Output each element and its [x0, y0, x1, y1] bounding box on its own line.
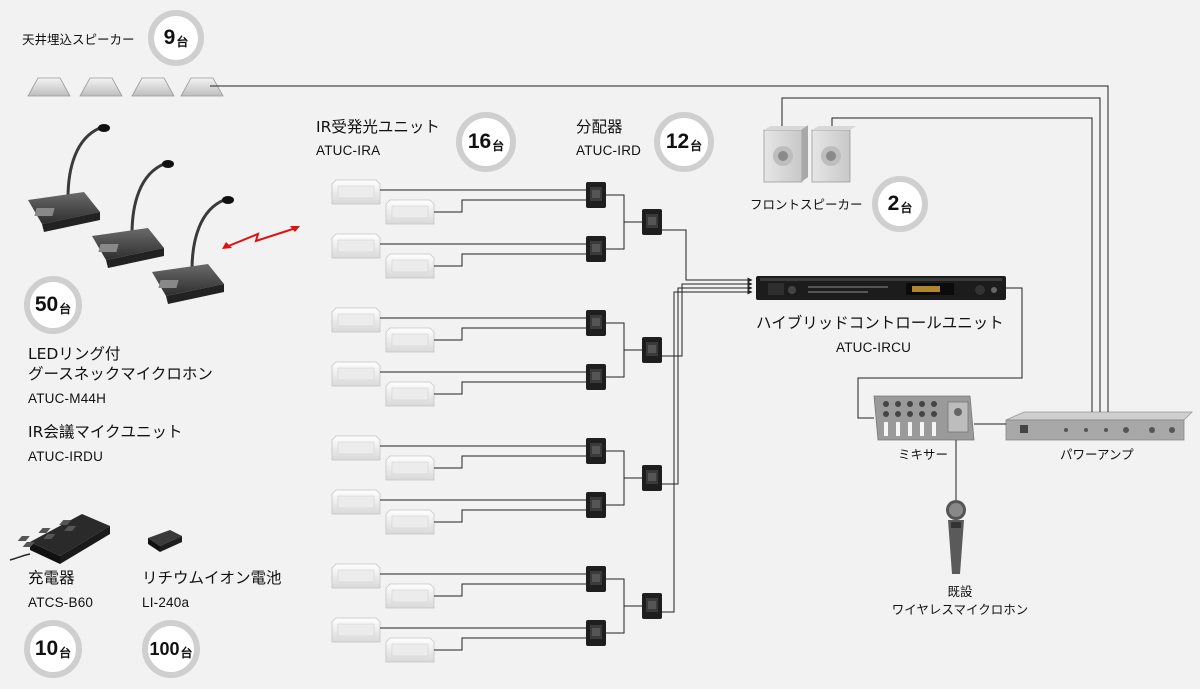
ir-unit-icon	[385, 509, 435, 535]
ir-unit-icon	[331, 233, 381, 259]
wireless-microphone-icon	[946, 500, 966, 574]
charger-model: ATCS-B60	[28, 595, 94, 610]
distributor-icon	[586, 236, 606, 262]
distributor-icon	[642, 593, 662, 619]
ceiling-speaker-label: 天井埋込スピーカー	[22, 32, 135, 47]
ceiling-speaker-icon	[27, 77, 71, 97]
amp-label: パワーアンプ	[1060, 447, 1134, 462]
ir-unit-icon	[385, 637, 435, 663]
ceiling-speaker-icon	[180, 77, 224, 97]
power-amp-icon	[1005, 411, 1193, 441]
count-number: 2	[887, 192, 900, 215]
distributor-model: ATUC-IRD	[576, 143, 642, 158]
ceiling-speaker-icon	[131, 77, 175, 97]
distributor-icon	[586, 364, 606, 390]
mic-model: ATUC-M44H	[28, 391, 107, 406]
ir-unit-icon	[385, 327, 435, 353]
ir-unit-icon	[385, 583, 435, 609]
ir-unit-icon	[385, 455, 435, 481]
count-number: 50	[34, 293, 59, 316]
distributor-icon	[586, 620, 606, 646]
count-unit: 台	[900, 200, 913, 215]
control-unit-label: ハイブリッドコントロールユニット	[756, 314, 1004, 332]
mixer-label: ミキサー	[898, 447, 949, 462]
ir-unit-icon	[385, 253, 435, 279]
mic-label-line2: グースネックマイクロホン	[28, 365, 213, 383]
count-number: 10	[34, 637, 59, 660]
mic-unit-label: IR会議マイクユニット	[28, 423, 183, 441]
control-unit-model: ATUC-IRCU	[836, 340, 912, 355]
ir-unit-icon	[331, 563, 381, 589]
battery-icon	[148, 530, 182, 552]
distributor-icon	[586, 492, 606, 518]
ir-unit-icon	[331, 179, 381, 205]
count-unit: 台	[690, 138, 703, 153]
ir-unit-icon	[331, 435, 381, 461]
count-number: 9	[163, 26, 176, 49]
gooseneck-microphones	[28, 124, 234, 304]
count-number: 12	[665, 130, 690, 153]
front-speaker-label: フロントスピーカー	[750, 197, 863, 212]
battery-label: リチウムイオン電池	[142, 569, 282, 587]
charger-label: 充電器	[28, 569, 75, 587]
ir-units	[331, 179, 435, 663]
system-cabling	[210, 85, 1109, 500]
count-unit: 台	[180, 645, 193, 660]
ceiling-speakers	[27, 77, 224, 97]
wireless-mic-label-line1: 既設	[947, 584, 973, 599]
mic-unit-model: ATUC-IRDU	[28, 449, 104, 464]
count-unit: 台	[59, 645, 72, 660]
ir-unit-label: IR受発光ユニット	[316, 118, 440, 136]
control-unit-icon	[756, 276, 1006, 300]
ir-unit-icon	[331, 307, 381, 333]
mic-label-line1: LEDリング付	[28, 345, 121, 363]
distributor-icon	[642, 465, 662, 491]
count-number: 16	[467, 130, 492, 153]
distributor-icon	[642, 337, 662, 363]
count-unit: 台	[176, 34, 189, 49]
microphone-icon	[28, 124, 110, 232]
battery-model: LI-240a	[142, 595, 190, 610]
front-speaker-icon	[811, 126, 856, 183]
charger-icon	[9, 514, 110, 564]
distributor-icon	[586, 182, 606, 208]
count-unit: 台	[59, 301, 72, 316]
ir-signal-arrow-icon	[222, 226, 300, 249]
microphone-icon	[152, 196, 234, 304]
distributor-icon	[586, 566, 606, 592]
front-speaker-icon	[763, 125, 808, 183]
wiring	[380, 189, 753, 651]
ir-unit-model: ATUC-IRA	[316, 143, 381, 158]
ceiling-speaker-icon	[79, 77, 123, 97]
ir-unit-icon	[331, 489, 381, 515]
wireless-mic-label-line2: ワイヤレスマイクロホン	[891, 602, 1029, 617]
distributor-icon	[586, 438, 606, 464]
count-unit: 台	[492, 138, 505, 153]
microphone-icon	[92, 160, 174, 268]
distributors	[586, 182, 662, 646]
ir-unit-icon	[385, 199, 435, 225]
mixer-icon	[873, 395, 975, 441]
distributor-icon	[642, 209, 662, 235]
ir-unit-icon	[331, 617, 381, 643]
distributor-label: 分配器	[576, 118, 623, 136]
distributor-icon	[586, 310, 606, 336]
ir-unit-icon	[385, 381, 435, 407]
ir-unit-icon	[331, 361, 381, 387]
count-number: 100	[149, 638, 180, 659]
